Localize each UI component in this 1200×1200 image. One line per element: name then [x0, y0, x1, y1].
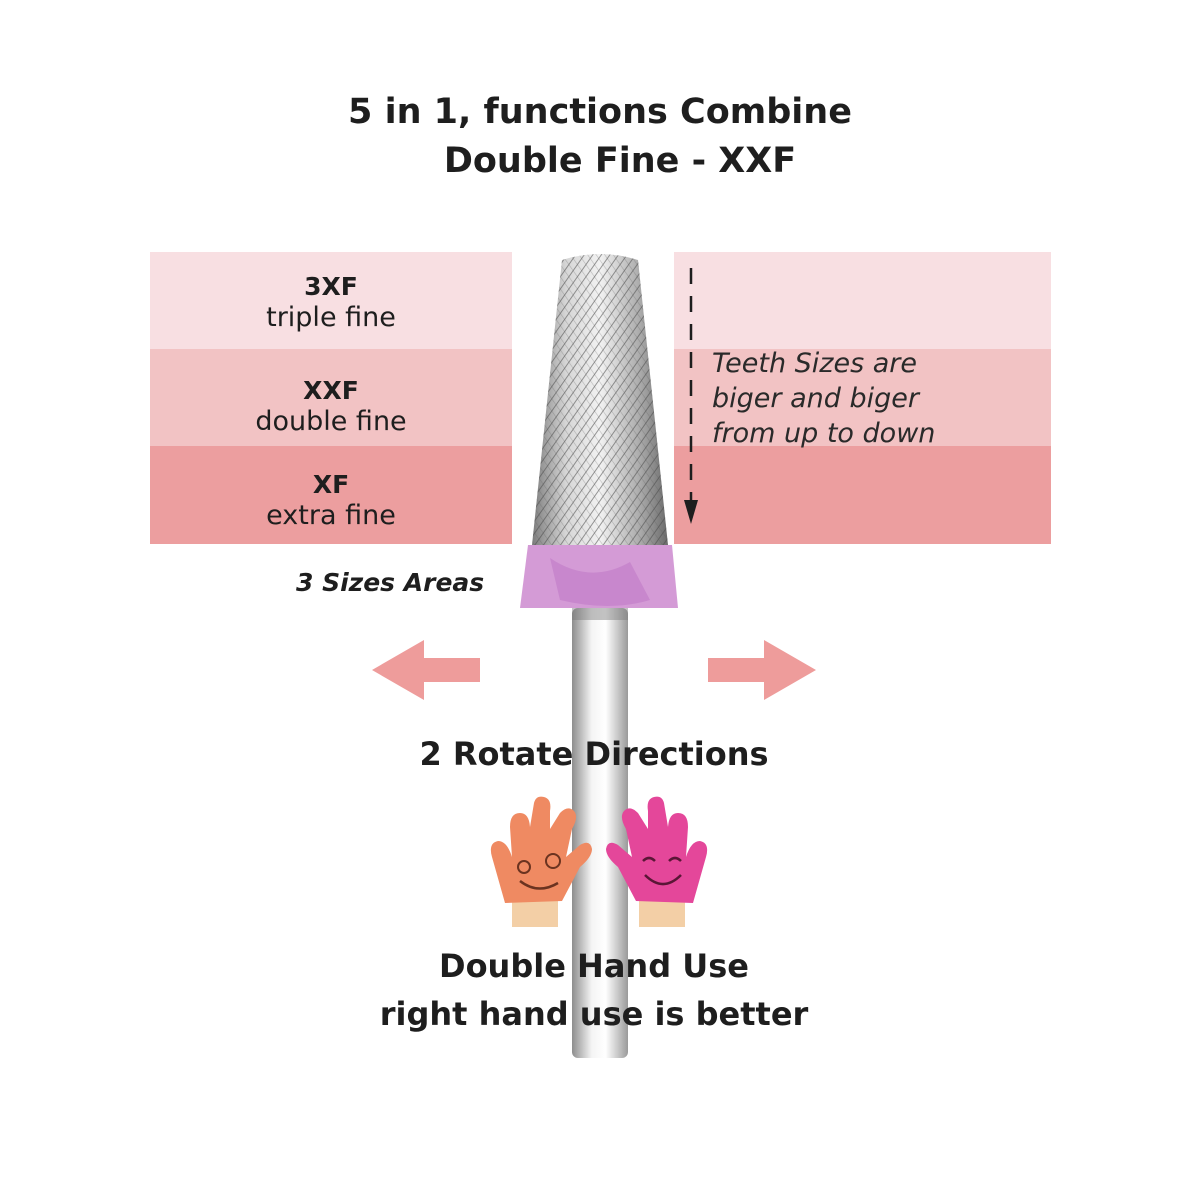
grade-code: XF — [312, 470, 350, 499]
grade-3xf: 3XF triple fine — [150, 272, 512, 334]
right-arrow-icon — [708, 640, 816, 700]
teeth-note-line: Teeth Sizes are — [712, 348, 917, 379]
teeth-note-line: from up to down — [712, 418, 936, 449]
right-band-top — [674, 252, 1051, 349]
teeth-note-line: biger and biger — [712, 383, 919, 414]
grade-code: 3XF — [304, 272, 358, 301]
sizes-areas-label: 3 Sizes Areas — [296, 568, 485, 597]
grade-description: triple fine — [266, 302, 396, 333]
band-3xf — [150, 252, 512, 349]
left-arrow-icon — [372, 640, 480, 700]
grade-xf: XF extra fine — [150, 470, 512, 532]
right-hand-icon — [606, 796, 708, 927]
band-xf — [150, 446, 512, 544]
grade-code: XXF — [303, 376, 359, 405]
right-band-middle — [674, 349, 1051, 446]
grade-description: extra fine — [266, 500, 396, 531]
teeth-size-note: Teeth Sizes are biger and biger from up … — [712, 346, 935, 451]
band-xxf — [150, 349, 512, 446]
drill-bit-image — [520, 254, 678, 1058]
down-arrow-icon — [684, 268, 698, 524]
headline-line-2: Double Fine - XXF — [443, 141, 797, 181]
grade-xxf: XXF double fine — [150, 376, 512, 438]
headline-line-1: 5 in 1, functions Combine — [348, 92, 852, 132]
hand-use-note: right hand use is better — [379, 995, 809, 1033]
rotate-directions-label: 2 Rotate Directions — [419, 735, 769, 773]
grade-description: double fine — [255, 406, 407, 437]
right-band-bottom — [674, 446, 1051, 544]
left-hand-icon — [490, 796, 592, 927]
hand-use-title: Double Hand Use — [439, 947, 749, 985]
